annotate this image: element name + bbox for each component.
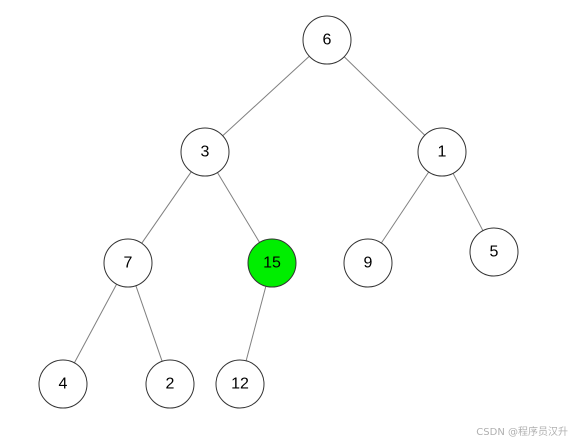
node-label: 7: [124, 255, 133, 272]
node-label: 15: [263, 255, 281, 272]
tree-edge-n1-n5: [452, 173, 484, 231]
tree-edge-n6-n3: [222, 55, 310, 137]
node-circle: [145, 359, 195, 409]
node-label: 4: [59, 376, 68, 393]
tree-edge-n3-n15: [216, 172, 261, 243]
node-label: 1: [438, 144, 447, 161]
highlighted-node-circle: [247, 238, 297, 288]
csdn-watermark: CSDN @程序员汉升: [476, 427, 568, 438]
tree-edge-n15-n12: [245, 286, 267, 361]
tree-node: 1: [417, 127, 467, 177]
node-label: 2: [166, 376, 175, 393]
node-circle: [180, 127, 230, 177]
node-label: 5: [490, 244, 499, 261]
node-circle: [469, 227, 519, 277]
node-circle: [38, 359, 88, 409]
tree-nodes: 6 3 1 7 15 9 5 4 2 12: [38, 15, 519, 409]
node-circle: [343, 238, 393, 288]
node-label: 3: [201, 144, 210, 161]
node-circle: [417, 127, 467, 177]
tree-edge-n7-n2: [135, 285, 163, 362]
tree-node: 4: [38, 359, 88, 409]
tree-node: 6: [302, 15, 352, 65]
tree-node: 5: [469, 227, 519, 277]
tree-node: 2: [145, 359, 195, 409]
tree-node: 7: [103, 238, 153, 288]
tree-edge-n6-n1: [343, 56, 426, 136]
node-label: 12: [231, 376, 249, 393]
tree-node: 12: [215, 359, 265, 409]
node-label: 9: [364, 255, 373, 272]
tree-node: 9: [343, 238, 393, 288]
tree-node: 15: [247, 238, 297, 288]
tree-edge-n3-n7: [141, 171, 192, 244]
tree-edge-n1-n9: [380, 171, 430, 244]
node-circle: [103, 238, 153, 288]
node-label: 6: [323, 32, 332, 49]
tree-node: 3: [180, 127, 230, 177]
node-circle: [215, 359, 265, 409]
tree-edge-n7-n4: [73, 283, 118, 364]
node-circle: [302, 15, 352, 65]
tree-edges: [73, 55, 484, 364]
